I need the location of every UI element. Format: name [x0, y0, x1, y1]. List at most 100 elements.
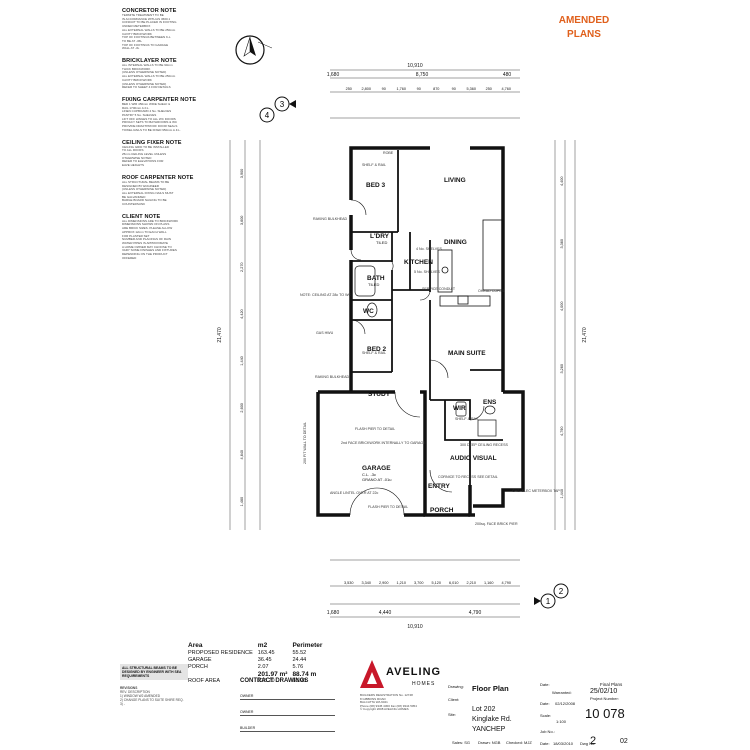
drawing-number: 2 — [590, 735, 597, 747]
note-line: ALL INTERNAL WALLS TO BE 90mm — [122, 63, 173, 68]
contract-drawings-block: CONTRACT DRAWINGS OWNER OWNER BUILDER — [240, 678, 335, 732]
note-line: BARGE BOARD NAILING TO BE — [122, 198, 167, 203]
table-cell: 163.45 — [257, 650, 275, 656]
note-line: ARE BRICK SIZES. PLEASE ALLOW — [122, 226, 173, 231]
dimension-value: 90 — [452, 87, 456, 91]
dimension-value: 3,340 — [361, 581, 371, 585]
r-ldry-sub: TILED — [376, 240, 387, 245]
note-line: OTHERWISE NOTED — [122, 155, 152, 160]
external-walls — [316, 146, 525, 517]
dimension-lines — [229, 69, 576, 618]
table-cell: 2.07 — [257, 664, 269, 670]
note-title: CONCRETOR NOTE — [122, 8, 177, 14]
r-bed3: BED 3 — [366, 182, 386, 189]
note-line: TERMITE TREATMENT TO BE — [122, 13, 164, 17]
area-header: m2 — [257, 642, 268, 649]
note-line: COUNTERSUNK — [122, 202, 146, 207]
table-cell: 88.74 m — [292, 671, 317, 678]
dimension-value: 3,900 — [240, 169, 244, 179]
note-title: BRICKLAYER NOTE — [122, 58, 177, 65]
dimension-value: 250 — [486, 87, 492, 91]
revision-row: 3) - — [120, 702, 125, 706]
suburb-name: YANCHEP — [472, 726, 506, 733]
a-face: 2nd FACE BRICKWORK INTERNALLY TO GARAGE — [341, 441, 426, 445]
note-line: UNDER METERBOX — [122, 24, 151, 29]
a-cornice: CORNICE TO RECESS SEE DETAIL — [438, 475, 498, 479]
d-bot-right: 4,790 — [469, 610, 482, 616]
builder-detail-line: Phone (08) 9345 4300 Fax (08) 9344 5054 — [360, 703, 417, 708]
r-dining: DINING — [444, 239, 467, 246]
dimension-value: 3,600 — [240, 216, 244, 226]
d-top-main: 8,750 — [416, 72, 429, 78]
r-kitchen: KITCHEN — [404, 259, 433, 266]
dimension-value: 1,440 — [240, 356, 244, 366]
dimension-value: 870 — [433, 87, 439, 91]
room-labels: BED 3 LIVING L'DRY TILED DINING KITCHEN … — [362, 177, 497, 514]
table-row: 201.97 m² 88.74 m — [188, 671, 327, 678]
note-line: DEPENDING ON THE PRODUCT — [122, 252, 168, 257]
note-line: ALL EXTERNAL FIXING NAILS MUST — [122, 190, 174, 195]
drawing-title: Floor Plan — [472, 684, 509, 693]
note-line: TO ALL ROOFS — [122, 148, 144, 153]
revision-row: 2) CHANGE PLANS TO SUITE SHIRE REQ. — [120, 698, 184, 702]
r-entry: ENTRY — [428, 483, 450, 490]
a-service: SERVICE CONDUIT — [422, 287, 456, 291]
mk-ba: 1 — [546, 597, 551, 606]
dimension-value: 1,210 — [396, 581, 406, 585]
note-line: VARY SOME FINISHES AND FIXTURES — [122, 248, 177, 253]
a-ceiling: NOTE: CEILING AT 28c TO WC — [300, 293, 351, 297]
note-line: OFFERED — [122, 255, 137, 260]
builder-detail-line: BALCATTA WA 6021 — [360, 700, 388, 705]
section-marker-top: 3 4 — [259, 96, 296, 123]
north-arrow-icon — [235, 35, 273, 65]
a-recess: 300 DEEP CEILING RECESS — [460, 443, 508, 447]
r-garage-sub: C.L. -3c — [362, 472, 376, 477]
a-pantry: 5 No. SHELVES — [414, 270, 441, 274]
table-cell: 5.76 — [292, 664, 304, 670]
dimension-value: 5,120 — [431, 581, 441, 585]
d-top-right: 480 — [503, 72, 512, 78]
owner-signature-line-2: OWNER — [240, 710, 335, 716]
kitchen-bench — [437, 219, 504, 307]
table-cell: 201.97 m² — [257, 671, 288, 678]
section-marker-bottom: 1 2 — [534, 583, 569, 609]
r-wc: WC — [363, 308, 374, 315]
table-cell: GARAGE — [188, 657, 212, 663]
a-fit: 200 FIT WALL TO DETAIL — [303, 422, 307, 464]
dimension-value: 1,760 — [396, 87, 406, 91]
dimension-value: 90 — [382, 87, 386, 91]
owner-signature-line: OWNER — [240, 694, 335, 700]
note-title: ROOF CARPENTER NOTE — [122, 174, 194, 181]
note-line: IN ACCORDANCE WITH AS 3660.1 — [122, 16, 171, 21]
a-flash2: FLASH PIER TO DETAIL — [368, 505, 408, 509]
street-name: Kinglake Rd. — [472, 716, 512, 723]
builder-detail-line: BUILDERS REGISTRATION No. 12748 — [360, 693, 413, 697]
a-shelf2: SHELF & RAIL — [362, 351, 386, 355]
mk-bb: 2 — [559, 587, 564, 596]
note-line: (UNLESS OTHERWISE NOTED) — [122, 81, 167, 86]
note-line: ALL EXTERNAL WALLS TO BE 250mm — [122, 27, 176, 32]
aveling-homes-logo: AVELING HOMES BUILDERS REGISTRATION No. … — [360, 660, 445, 711]
door-swings — [349, 199, 485, 516]
table-cell: 55.52 — [292, 650, 307, 656]
note-line: CONDUIT TO BE PLACED IN FOOTING — [122, 20, 177, 25]
note-line: PROVIDE DRAFTPROOF DOOR SEALS — [122, 124, 178, 129]
r-porch: PORCH — [430, 507, 454, 514]
note-title: CEILING FIXER NOTE — [122, 139, 182, 146]
dimension-value: 1,460 — [240, 497, 244, 507]
drawing-label: Drawing: — [448, 684, 464, 689]
internal-walls — [351, 150, 503, 515]
plan-annotations: ROBE SHELF & RAIL GAS HWU NOTE: CEILING … — [300, 151, 560, 526]
r-av: AUDIO VISUAL — [450, 455, 497, 462]
dimension-value: 2,210 — [466, 581, 476, 585]
d-bot-overall: 10,910 — [407, 624, 423, 630]
